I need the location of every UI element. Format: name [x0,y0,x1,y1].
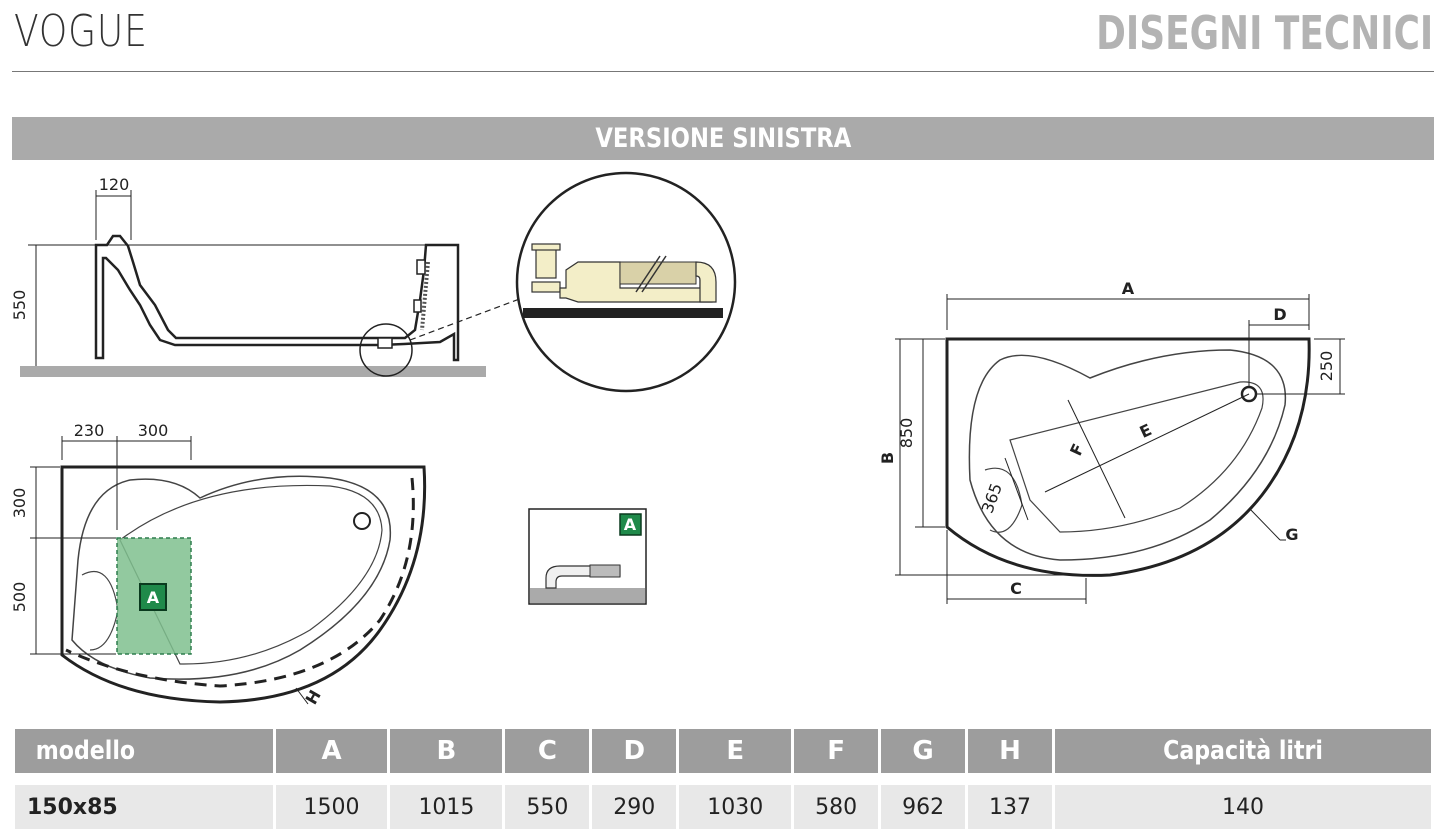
cell-capacita: 140 [1054,773,1431,829]
tub-side-profile [94,234,460,362]
zone-a-label: A [147,588,160,607]
col-capacita: Capacità litri [1054,729,1431,773]
tub-outline-right [945,337,1311,577]
col-d: D [592,729,677,773]
dim-h: H [302,687,325,708]
plan-view-right: E F 365 A D 250 850 B C G [878,279,1345,604]
section-title: DISEGNI TECNICI [1095,6,1433,60]
cell-c: 550 [505,773,590,829]
detail-a: A [528,508,647,605]
version-label: VERSIONE SINISTRA [595,123,851,154]
col-h: H [968,729,1052,773]
dim-c: C [1010,579,1022,598]
floor-line [20,366,486,377]
dim-300-y: 300 [10,488,29,519]
dim-g: G [1285,525,1298,544]
spec-header-row: modello A B C D E F G H Capacità litri [15,729,1431,773]
cell-modello: 150x85 [15,773,273,829]
col-c: C [505,729,590,773]
col-modello: modello [15,729,273,773]
dim-500: 500 [10,582,29,613]
side-view: 120 550 [10,175,523,377]
drain-detail [515,171,737,393]
col-g: G [881,729,966,773]
dim-300-x: 300 [138,421,169,440]
dim-250: 250 [1317,351,1336,382]
cell-f: 580 [794,773,879,829]
cell-d: 290 [592,773,677,829]
cell-b: 1015 [390,773,503,829]
dim-850: 850 [897,418,916,449]
dim-a: A [1122,279,1135,298]
detail-marker [359,323,413,377]
col-e: E [679,729,792,773]
plan-view-left: A 230 300 300 500 H [10,421,427,708]
dim-230: 230 [74,421,105,440]
zone-a-badge [139,583,167,611]
cell-g: 962 [881,773,966,829]
dim-d: D [1273,305,1286,324]
col-f: F [794,729,879,773]
detail-a-label: A [624,515,637,534]
drain-hole [353,512,371,530]
cell-e: 1030 [679,773,792,829]
table-row: 150x85 1500 1015 550 290 1030 580 962 13… [15,773,1431,829]
dim-b: B [878,452,897,464]
header-divider [12,71,1434,72]
cell-a: 1500 [275,773,388,829]
product-title: VOGUE [14,6,148,57]
cell-h: 137 [968,773,1052,829]
col-a: A [275,729,388,773]
col-b: B [390,729,503,773]
dim-120: 120 [99,175,130,194]
version-banner: VERSIONE SINISTRA [12,117,1434,160]
spec-table: modello A B C D E F G H Capacità litri 1… [12,729,1434,829]
dim-550: 550 [10,290,29,321]
